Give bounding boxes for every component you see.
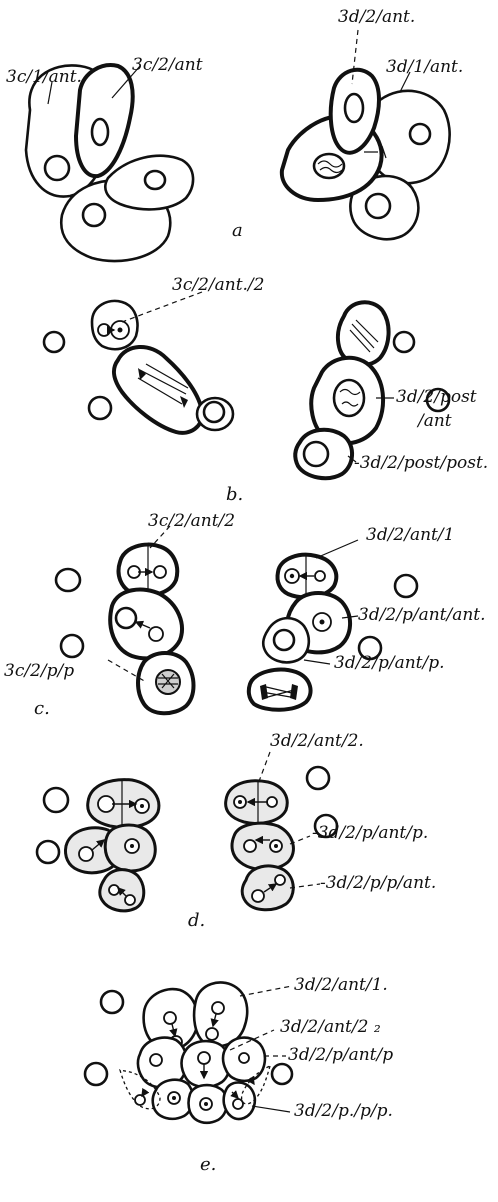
panel-a: 3c/1/ant. 3c/2/ant 3d/2/ant. 3d/1/ant. a <box>6 7 463 261</box>
nucleus <box>92 119 108 145</box>
nucleus <box>233 1099 243 1109</box>
label-3c-2-p-p: 3c/2/p/p <box>4 661 74 681</box>
label-3d-2-ant-2: 3d/2/ant/2 ₂ <box>280 1017 381 1037</box>
nucleus <box>345 94 363 122</box>
nucleus <box>267 797 277 807</box>
label-3d-2-p-ant-p: 3d/2/p/ant/p. <box>334 653 445 673</box>
isolated-nucleus <box>44 332 64 352</box>
leader-3d-2-ant-1 <box>316 540 358 558</box>
isolated-nucleus <box>85 1063 107 1085</box>
nucleus <box>275 875 285 885</box>
nucleus <box>145 171 165 189</box>
cell-3d-2-p-ant-p-d <box>232 823 293 869</box>
panel-letter-c: c. <box>34 698 50 719</box>
panel-letter-e: e. <box>200 1154 216 1175</box>
nucleus <box>252 890 264 902</box>
nucleus <box>109 885 119 895</box>
leader-3d-2-p-ant-p <box>304 660 330 664</box>
nucleus <box>83 204 105 226</box>
division-arrow <box>142 1090 146 1096</box>
label-3d-2-p-ant-p: 3d/2/p/ant/p <box>288 1045 393 1065</box>
panel-letter-a: a <box>232 220 243 241</box>
nucleus <box>125 895 135 905</box>
panel-a-right-cells <box>282 70 450 239</box>
label-3d-2-post: 3d/2/post <box>396 387 477 407</box>
nucleus <box>79 847 93 861</box>
nucleus <box>304 442 328 466</box>
isolated-nucleus <box>56 569 80 591</box>
label-3d-2-p-ant-p: -3d/2/p/ant/p. <box>312 823 428 843</box>
nucleus <box>410 124 430 144</box>
label-3c-2-ant-2: 3c/2/ant./2 <box>172 275 264 295</box>
nucleus <box>164 1012 176 1024</box>
isolated-nucleus <box>101 991 123 1013</box>
isolated-nucleus <box>394 332 414 352</box>
nucleus <box>315 571 325 581</box>
nucleus <box>239 1053 249 1063</box>
nucleolus <box>130 844 134 848</box>
nucleolus <box>140 804 144 808</box>
label-3d-1-ant: 3d/1/ant. <box>386 57 463 77</box>
nucleolus <box>320 620 325 625</box>
label-3c-2-ant: 3c/2/ant <box>132 55 203 75</box>
label-3d-2-ant-1: 3d/2/ant/1. <box>294 975 388 995</box>
nucleus <box>98 796 114 812</box>
panel-a-left-cells <box>26 65 193 261</box>
nucleus <box>198 1052 210 1064</box>
label-ant: /ant <box>416 411 452 431</box>
label-3d-2-ant-1: 3d/2/ant/1 <box>366 525 454 545</box>
panel-d: 3d/2/ant/2. -3d/2/p/ant/p. -3d/2/p/p/ant… <box>37 731 436 931</box>
label-3d-2-post-post: -3d/2/post/post. <box>354 453 488 473</box>
nucleus <box>116 608 136 628</box>
isolated-nucleus <box>89 397 111 419</box>
nucleus <box>149 627 163 641</box>
panel-letter-d: d. <box>188 910 205 931</box>
cell-3d-2-ant-mitotic <box>338 302 389 365</box>
nucleus <box>212 1002 224 1014</box>
leader-3d-2-ant-2 <box>258 752 270 784</box>
nucleolus <box>274 844 278 848</box>
nucleolus <box>172 1096 176 1100</box>
nucleus <box>45 156 69 180</box>
prophase-nucleus <box>156 670 180 694</box>
leader-3d-2-ant-1 <box>240 986 292 996</box>
isolated-nucleus <box>44 788 68 812</box>
label-3c-2-ant-2: 3c/2/ant/2 <box>148 511 235 531</box>
nucleus <box>366 194 390 218</box>
isolated-nucleus <box>61 635 83 657</box>
nucleus <box>244 840 256 852</box>
label-3c-1-ant: 3c/1/ant. <box>6 67 82 87</box>
nucleus <box>150 1054 162 1066</box>
nucleus <box>206 1028 218 1040</box>
nucleolus <box>118 328 123 333</box>
prophase-nucleus <box>334 380 364 416</box>
panel-b: 3c/2/ant./2 3d/2/post /ant -3d/2/post/po… <box>44 275 488 505</box>
panel-e: 3d/2/ant/1. 3d/2/ant/2 ₂ 3d/2/p/ant/p 3d… <box>85 975 393 1175</box>
isolated-nucleus <box>272 1064 292 1084</box>
leader-3d-2-p-p-p <box>252 1106 290 1112</box>
cell-d-left-bottom <box>100 870 144 911</box>
label-3d-2-p-ant-ant: 3d/2/p/ant/ant. <box>358 605 486 625</box>
panel-c: 3c/2/ant/2 3c/2/p/p 3d/2/ant/1 3d/2/p/an… <box>4 511 486 719</box>
cell-3d-2-ant-1-e <box>194 982 247 1046</box>
leader-3c-2-ant-2 <box>122 292 202 322</box>
label-3d-2-p-p-ant: -3d/2/p/p/ant. <box>320 873 436 893</box>
nucleolus <box>204 1102 208 1106</box>
nucleolus <box>238 800 242 804</box>
panel-letter-b: b. <box>226 484 243 505</box>
isolated-nucleus <box>307 767 329 789</box>
label-3d-2-p-p-p: 3d/2/p./p/p. <box>294 1101 393 1121</box>
nucleus <box>204 402 224 422</box>
nucleolus <box>290 574 294 578</box>
nucleus <box>154 566 166 578</box>
nucleus <box>274 630 294 650</box>
nucleus <box>135 1095 145 1105</box>
isolated-nucleus <box>395 575 417 597</box>
isolated-nucleus <box>37 841 59 863</box>
label-3d-2-ant: 3d/2/ant. <box>338 7 415 27</box>
cell-3d-2-p-p-ant <box>242 866 293 910</box>
label-3d-2-ant-2: 3d/2/ant/2. <box>270 731 364 751</box>
